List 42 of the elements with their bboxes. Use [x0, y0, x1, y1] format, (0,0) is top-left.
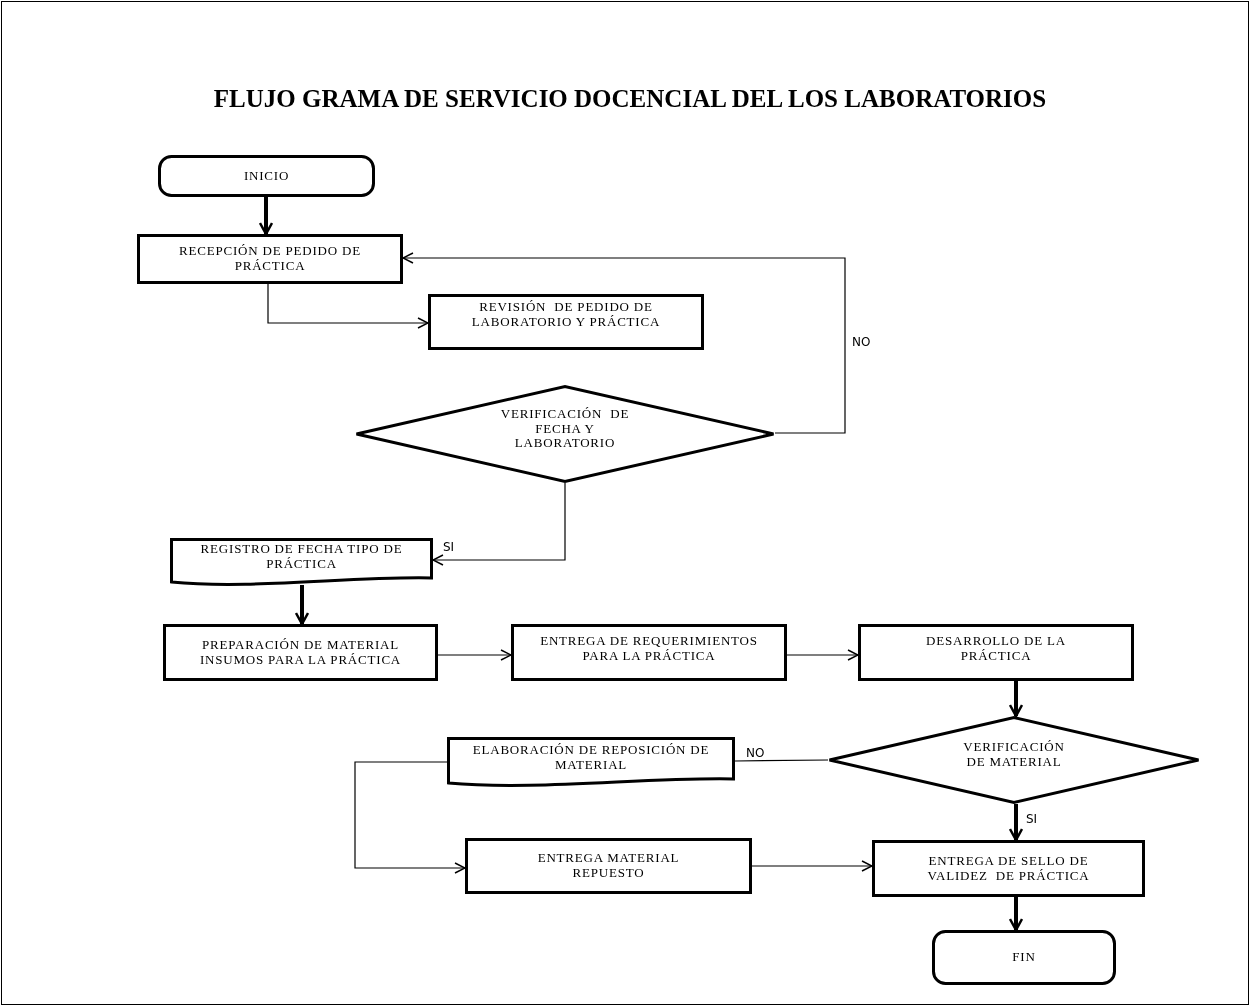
connector-line — [734, 759, 829, 762]
document-shape — [170, 538, 433, 588]
arrow — [267, 283, 429, 329]
node-label: PREPARACIÓN DE MATERIAL INSUMOS PARA LA PRÁCTICA — [198, 637, 403, 668]
node-label: REGISTRO DE FECHA TIPO DE PRÁCTICA — [199, 542, 404, 572]
arrow — [432, 482, 566, 566]
edge-label: NO — [744, 746, 767, 760]
arrow — [258, 197, 274, 236]
arrow — [402, 252, 846, 434]
arrow — [1008, 897, 1024, 932]
node-label: ELABORACIÓN DE REPOSICIÓN DE MATERIAL — [471, 743, 711, 773]
node-label: INICIO — [243, 168, 290, 184]
process-box — [511, 624, 787, 681]
arrow — [354, 761, 466, 874]
node-label: ENTREGA DE REQUERIMIENTOS PARA LA PRÁCTICA — [539, 633, 759, 664]
document-shape — [447, 737, 735, 789]
arrow — [786, 649, 859, 661]
process-box — [428, 294, 704, 350]
node-label: FIN — [1012, 950, 1036, 965]
arrow — [437, 649, 512, 661]
arrow — [751, 860, 873, 872]
decision-diamond — [355, 385, 775, 483]
node-label: VERIFICACIÓN DE FECHA Y LABORATORIO — [499, 406, 631, 452]
process-box — [858, 624, 1134, 681]
process-box — [137, 234, 403, 284]
node-label: RECEPCIÓN DE PEDIDO DE PRÁCTICA — [178, 244, 362, 274]
terminal-box — [932, 930, 1116, 985]
process-box — [465, 838, 752, 894]
node-label: ENTREGA MATERIAL REPUESTO — [536, 851, 681, 881]
terminal-box — [158, 155, 375, 197]
process-box — [163, 624, 438, 681]
decision-diamond — [828, 716, 1200, 804]
arrow — [1008, 804, 1024, 842]
arrow — [294, 585, 310, 626]
node-label: ENTREGA DE SELLO DE VALIDEZ DE PRÁCTICA — [926, 853, 1091, 884]
arrow — [1008, 681, 1024, 718]
node-label: VERIFICACIÓN DE MATERIAL — [962, 740, 1066, 770]
edge-label: NO — [850, 335, 873, 349]
node-label: REVISIÓN DE PEDIDO DE LABORATORIO Y PRÁCTICA — [470, 300, 662, 330]
diagram-title: FLUJO GRAMA DE SERVICIO DOCENCIAL DEL LOS LABORATORIOS — [212, 85, 1048, 113]
process-box — [872, 840, 1145, 897]
node-label: DESARROLLO DE LA PRÁCTICA — [925, 633, 1067, 664]
